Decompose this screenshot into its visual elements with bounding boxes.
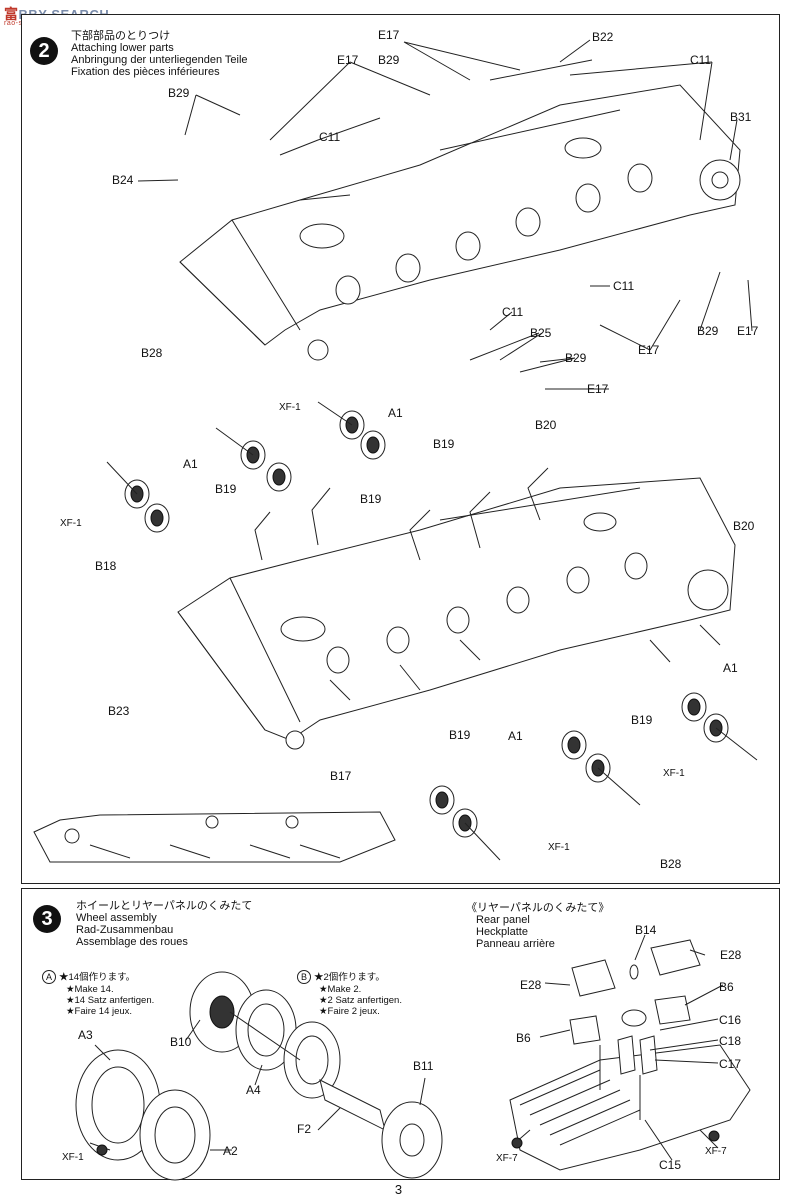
- part-label: E28: [520, 978, 542, 992]
- marker-b: B: [297, 970, 311, 984]
- note-a: A★14個作ります。 ★Make 14. ★14 Satz anfertigen…: [42, 970, 154, 1017]
- lower-hull-drawing: [177, 477, 736, 750]
- part-label: B19: [631, 713, 653, 727]
- part-label: F2: [297, 1122, 312, 1136]
- paint-label: XF-1: [279, 402, 301, 413]
- part-label: E17: [638, 343, 660, 357]
- part-label: B17: [330, 769, 352, 783]
- part-label: B28: [141, 346, 163, 360]
- part-label: B25: [530, 326, 552, 340]
- part-label: B6: [516, 1031, 531, 1045]
- part-label: E17: [378, 28, 400, 42]
- part-label: B29: [697, 324, 719, 338]
- part-label: A3: [78, 1028, 93, 1042]
- part-label: A1: [183, 457, 198, 471]
- part-label: A2: [223, 1144, 238, 1158]
- part-label: B6: [719, 980, 734, 994]
- part-label: B20: [733, 519, 755, 533]
- step-2-number: 2: [30, 37, 58, 65]
- paint-label: XF-7: [496, 1153, 518, 1164]
- paint-label: XF-1: [663, 768, 685, 779]
- part-label: C11: [690, 53, 712, 67]
- part-label: B10: [170, 1035, 192, 1049]
- part-label: B28: [660, 857, 682, 871]
- part-label: A1: [388, 406, 403, 420]
- part-label: B19: [360, 492, 382, 506]
- step-3-number: 3: [33, 905, 61, 933]
- part-label: E17: [337, 53, 359, 67]
- part-label: C15: [659, 1158, 682, 1172]
- part-label: C11: [613, 279, 635, 293]
- paint-label: XF-7: [705, 1146, 727, 1157]
- part-label: B24: [112, 173, 134, 187]
- part-label: A1: [723, 661, 738, 675]
- part-label: E28: [720, 948, 742, 962]
- suspension-arms-drawing: [254, 467, 721, 701]
- part-label: B29: [378, 53, 400, 67]
- part-label: B11: [413, 1059, 434, 1073]
- part-label: A1: [508, 729, 523, 743]
- part-label: B29: [168, 86, 190, 100]
- wheel-assembly-drawing: [75, 971, 443, 1181]
- step-2-title: 下部部品のとりつけ Attaching lower parts Anbringu…: [71, 30, 248, 78]
- step-3-title: ホイールとリヤーパネルのくみたて Wheel assembly Rad-Zusa…: [76, 900, 253, 948]
- part-label: E17: [737, 324, 759, 338]
- part-label: B20: [535, 418, 557, 432]
- part-label: B18: [95, 559, 117, 573]
- paint-label: XF-1: [62, 1152, 84, 1163]
- part-label: B31: [730, 110, 752, 124]
- rear-panel-title: 《リヤーパネルのくみたて》 Rear panel Heckplatte Pann…: [466, 902, 610, 950]
- part-label: C11: [502, 305, 524, 319]
- part-label: A4: [246, 1083, 261, 1097]
- part-label: C18: [719, 1034, 742, 1048]
- road-wheels-drawing: [106, 401, 758, 861]
- part-label: B14: [635, 923, 657, 937]
- paint-label: XF-1: [60, 518, 82, 529]
- upper-hull-drawing: [179, 84, 741, 361]
- rear-panel-drawing: [509, 934, 751, 1171]
- part-label: C11: [319, 130, 341, 144]
- paint-label: XF-1: [548, 842, 570, 853]
- note-b: B★2個作ります。 ★Make 2. ★2 Satz anfertigen. ★…: [297, 970, 402, 1017]
- part-label: E17: [587, 382, 609, 396]
- marker-a: A: [42, 970, 56, 984]
- part-label: B29: [565, 351, 587, 365]
- part-label: B23: [108, 704, 130, 718]
- part-label: B19: [215, 482, 237, 496]
- part-label: B19: [433, 437, 455, 451]
- part-label: C17: [719, 1057, 742, 1071]
- leader-lines: [137, 39, 753, 390]
- part-label: B19: [449, 728, 471, 742]
- side-view-drawing: [33, 811, 396, 863]
- part-label: C16: [719, 1013, 742, 1027]
- part-label: B22: [592, 30, 614, 44]
- page-number: 3: [394, 1182, 403, 1197]
